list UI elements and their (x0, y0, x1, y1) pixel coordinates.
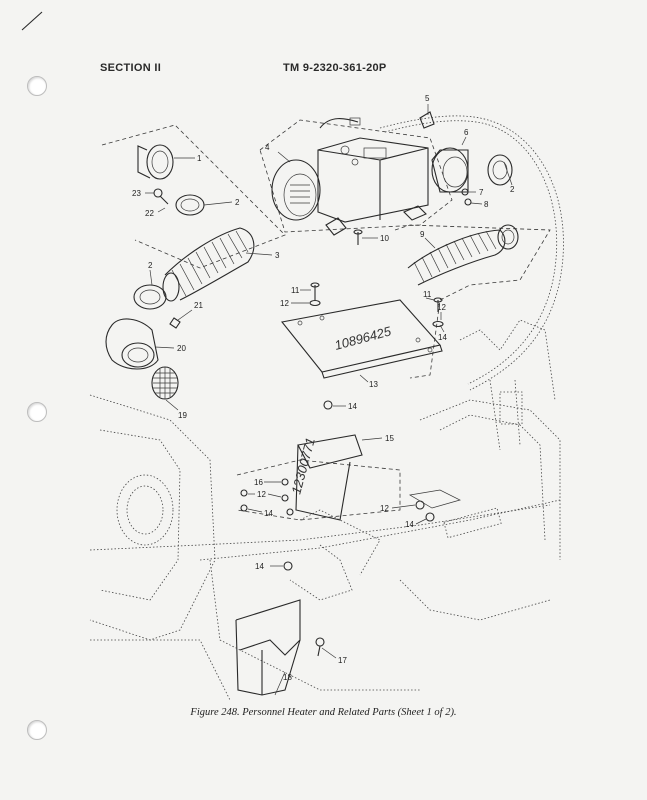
callout-label: 20 (177, 344, 186, 353)
mounting-plate (280, 229, 444, 379)
bracket-assembly (236, 400, 461, 571)
callout-label: 14 (348, 402, 357, 411)
callout-label: 22 (145, 209, 154, 218)
section-label: SECTION II (100, 62, 162, 74)
handwritten-note: 12300771 (288, 436, 317, 496)
callout-label: 11 (423, 290, 432, 299)
callout-label: 5 (425, 94, 430, 103)
tm-number: TM 9-2320-361-20P (283, 62, 387, 74)
callout-label: 2 (510, 185, 515, 194)
callout-label: 3 (275, 251, 280, 260)
right-duct-assembly (379, 111, 564, 391)
callout-label: 2 (235, 198, 240, 207)
callout-label: 14 (255, 562, 264, 571)
binder-hole (27, 402, 47, 422)
callout-label: 8 (484, 200, 489, 209)
binder-hole (27, 76, 47, 96)
vehicle-structure (89, 319, 561, 701)
callout-label: 11 (291, 286, 300, 295)
callout-label: 12 (280, 299, 289, 308)
binder-hole (27, 720, 47, 740)
callout-label: 12 (257, 490, 266, 499)
callout-label: 17 (338, 656, 347, 665)
callout-label: 14 (438, 333, 447, 342)
callout-label: 16 (254, 478, 263, 487)
callout-label: 7 (479, 188, 484, 197)
callout-label: 10 (380, 234, 389, 243)
callout-label: 13 (369, 380, 378, 389)
callout-label: 12 (380, 504, 389, 513)
callout-label: 4 (265, 143, 270, 152)
callout-label: 15 (385, 434, 394, 443)
deflector (235, 599, 325, 696)
callout-label: 6 (464, 128, 469, 137)
callout-label: 18 (283, 673, 292, 682)
callout-label: 14 (405, 520, 414, 529)
callout-label: 23 (132, 189, 141, 198)
callout-label: 9 (420, 230, 425, 239)
figure-caption: Figure 248. Personnel Heater and Related… (190, 707, 457, 718)
callout-label: 19 (178, 411, 187, 420)
left-duct-assembly (101, 124, 286, 400)
heater-unit (259, 117, 453, 236)
callout-label: 1 (197, 154, 202, 163)
handwritten-note: 10896425 (333, 323, 393, 353)
callout-label: 2 (148, 261, 153, 270)
callout-label: 12 (437, 303, 446, 312)
callouts: 1 2 3 4 5 6 7 8 9 10 11 11 12 (132, 94, 515, 696)
callout-label: 14 (264, 509, 273, 518)
scan-mark (21, 11, 43, 31)
callout-label: 21 (194, 301, 203, 310)
